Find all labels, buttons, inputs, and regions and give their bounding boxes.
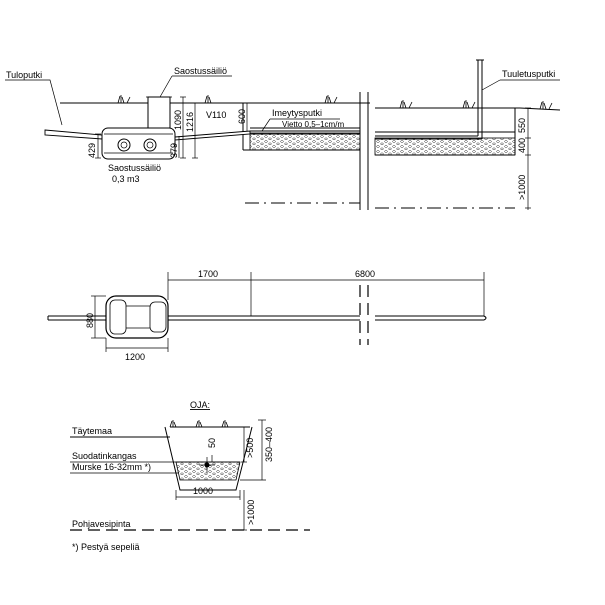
label-imeytysputki: Imeytysputki — [272, 108, 322, 118]
label-v110: V110 — [206, 110, 226, 120]
grass-tuft — [324, 95, 338, 104]
dim-1700: 1700 — [198, 269, 218, 279]
grass-tuft — [462, 100, 476, 109]
trench-section: OJA: Täytemaa Suodatinkanga — [70, 400, 310, 552]
label-volume: 0,3 m3 — [112, 174, 140, 184]
plan-view: 1700 6800 880 1200 — [47, 269, 487, 362]
label-saostussailio-bottom: Saostussäiliö — [108, 163, 161, 173]
label-murske: Murske 16-32mm *) — [72, 462, 151, 472]
label-pohjavesipinta: Pohjavesipinta — [72, 519, 131, 529]
plan-tank-chamber-left — [109, 299, 127, 335]
dim-1200: 1200 — [125, 352, 145, 362]
tank-riser — [147, 96, 171, 129]
label-tuloputki: Tuloputki — [6, 70, 42, 80]
grass-tuft — [221, 420, 229, 428]
tank-port-left-inner — [120, 141, 128, 149]
leader-tuuletusputki-2 — [481, 79, 501, 91]
dim-50: 50 — [207, 438, 217, 448]
gravel-bed-left — [249, 132, 361, 151]
inlet-pipe — [44, 129, 103, 140]
tank-port-left — [117, 138, 131, 152]
dim-1090: 1090 — [173, 110, 183, 130]
dim-379: 379 — [169, 143, 179, 158]
dim-429: 429 — [87, 143, 97, 158]
label-tuuletusputki: Tuuletusputki — [502, 69, 555, 79]
footnote: *) Pestyä sepeliä — [72, 542, 140, 552]
dim-gt500: >500 — [245, 438, 255, 458]
septic-tank-body — [101, 127, 176, 160]
grass-tuft — [204, 95, 212, 104]
trench-outline — [164, 426, 253, 491]
dim-1000: 1000 — [193, 486, 213, 496]
grass-tuft — [399, 100, 413, 109]
gravel-bed-right — [374, 137, 516, 156]
plan-tank-chamber-right — [149, 301, 167, 333]
label-saostussailio-top: Saostussäiliö — [174, 66, 227, 76]
grass-tuft — [195, 420, 203, 428]
leader-imeytysputki-2 — [261, 118, 271, 132]
tank-port-right-inner — [146, 141, 154, 149]
dim-350-400: 350–400 — [264, 427, 274, 462]
dim-gt1000-profile: >1000 — [517, 175, 527, 200]
section-title: OJA: — [190, 400, 210, 410]
leader-saostussailio-top-2 — [159, 75, 173, 98]
grass-tuft — [539, 101, 553, 110]
dim-400: 400 — [517, 138, 527, 153]
label-vietto: Vietto 0,5–1cm/m — [282, 120, 344, 129]
dim-1216: 1216 — [185, 112, 195, 132]
profile-view: Tuloputki Saostussäiliö Saostussäiliö 0,… — [5, 59, 561, 210]
dim-gt1000-section: >1000 — [246, 500, 256, 525]
grass-tuft — [169, 420, 177, 428]
dim-880: 880 — [85, 313, 95, 328]
tank-port-right — [143, 138, 157, 152]
dim-550: 550 — [517, 118, 527, 133]
label-taytemaa: Täytemaa — [72, 426, 112, 436]
plan-tank-body — [105, 295, 169, 339]
leader-tuloputki — [5, 79, 63, 126]
dim-600: 600 — [237, 109, 247, 124]
dim-6800: 6800 — [355, 269, 375, 279]
grass-tuft — [117, 95, 131, 104]
plan-pipe-end-cap — [483, 315, 487, 321]
label-suodatinkangas: Suodatinkangas — [72, 451, 137, 461]
